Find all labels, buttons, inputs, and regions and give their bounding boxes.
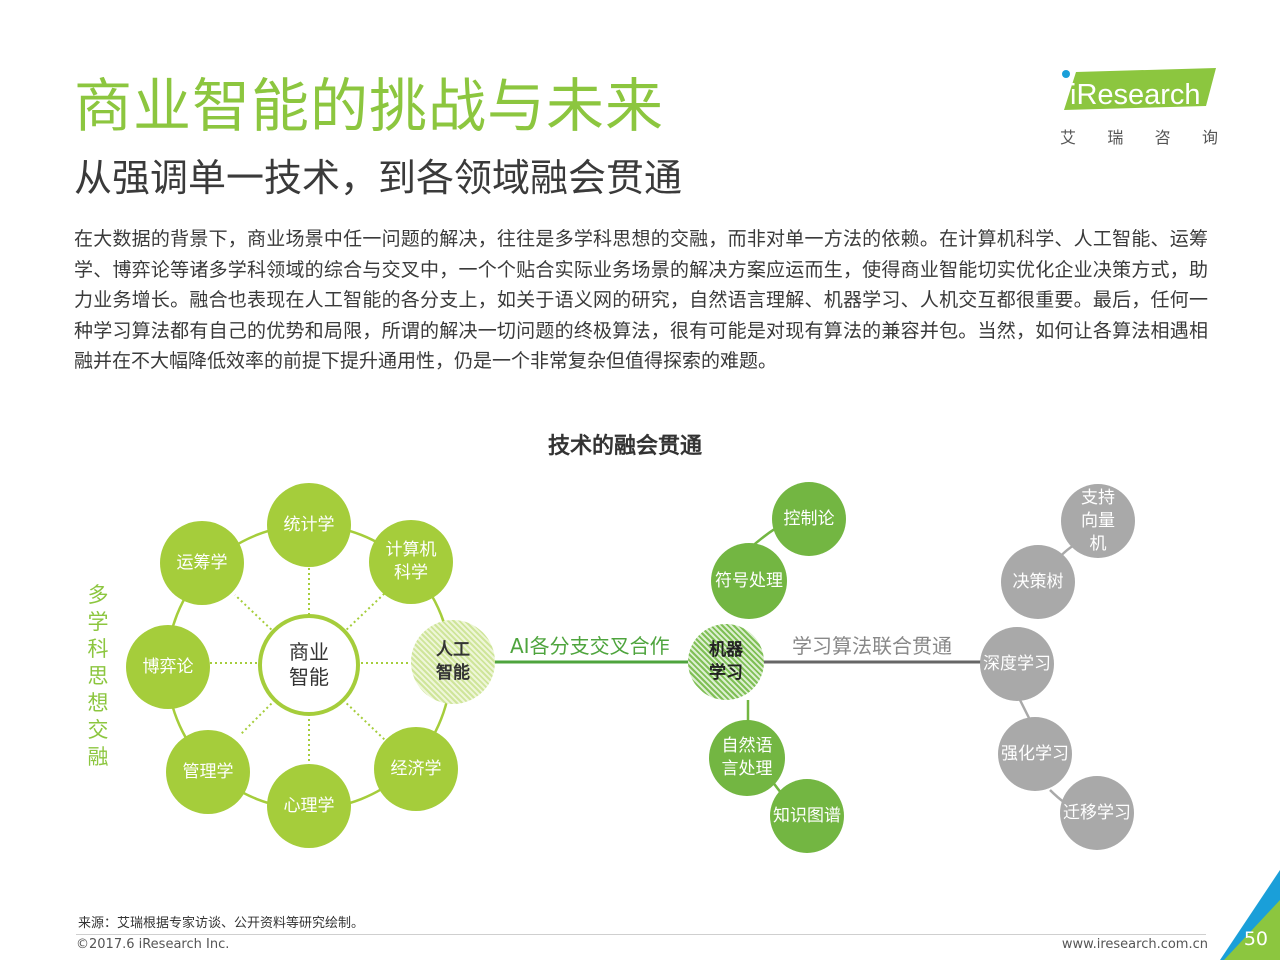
node-decision-tree: 决策树 (1001, 545, 1075, 619)
node-nlp: 自然语言处理 (709, 720, 785, 796)
node-transfer-learning: 迁移学习 (1060, 776, 1134, 850)
page-number: 50 (1243, 928, 1268, 950)
node-computer-science: 计算机科学 (369, 520, 453, 604)
link-label-algorithms: 学习算法联合贯通 (792, 634, 952, 658)
diagram-title: 技术的融会贯通 (547, 434, 702, 459)
node-business-intelligence: 商业智能 (258, 614, 360, 716)
page-subtitle: 从强调单一技术，到各领域融会贯通 (74, 156, 683, 200)
node-management: 管理学 (166, 730, 250, 814)
node-artificial-intelligence: 人工智能 (411, 620, 495, 704)
node-symbolic-processing: 符号处理 (711, 543, 787, 619)
node-machine-learning: 机器学习 (688, 624, 764, 700)
node-reinforcement-learning: 强化学习 (998, 717, 1072, 791)
footer-divider (76, 934, 1206, 935)
node-game-theory: 博弈论 (126, 625, 210, 709)
logo-char: 艾 (1060, 128, 1079, 147)
node-knowledge-graph: 知识图谱 (770, 779, 844, 853)
node-svm: 支持向量机 (1061, 484, 1135, 558)
node-psychology: 心理学 (267, 764, 351, 848)
intro-paragraph: 在大数据的背景下，商业场景中任一问题的解决，往往是多学科思想的交融，而非对单一方… (74, 228, 1208, 372)
page-corner-decoration (1220, 870, 1280, 960)
source-note: 来源：艾瑞根据专家访谈、公开资料等研究绘制。 (78, 916, 365, 931)
website-link[interactable]: www.iresearch.com.cn (1061, 937, 1208, 952)
node-operations-research: 运筹学 (160, 521, 244, 605)
iresearch-logo: iResearch (1062, 68, 1216, 111)
side-label: 多学科思想交融 (87, 583, 109, 769)
page-title: 商业智能的挑战与未来 (74, 72, 665, 140)
link-label-ai: AI各分支交叉合作 (510, 634, 670, 658)
node-statistics: 统计学 (267, 483, 351, 567)
logo-wordmark: iResearch (1070, 79, 1201, 111)
logo-char: 瑞 (1107, 128, 1126, 147)
copyright: ©2017.6 iResearch Inc. (76, 937, 230, 952)
node-cybernetics: 控制论 (772, 482, 846, 556)
logo-char: 询 (1201, 128, 1220, 147)
logo-chinese-name: 艾 瑞 咨 询 (1060, 124, 1220, 148)
logo-char: 咨 (1154, 128, 1173, 147)
node-economics: 经济学 (374, 727, 458, 811)
node-deep-learning: 深度学习 (980, 627, 1054, 701)
